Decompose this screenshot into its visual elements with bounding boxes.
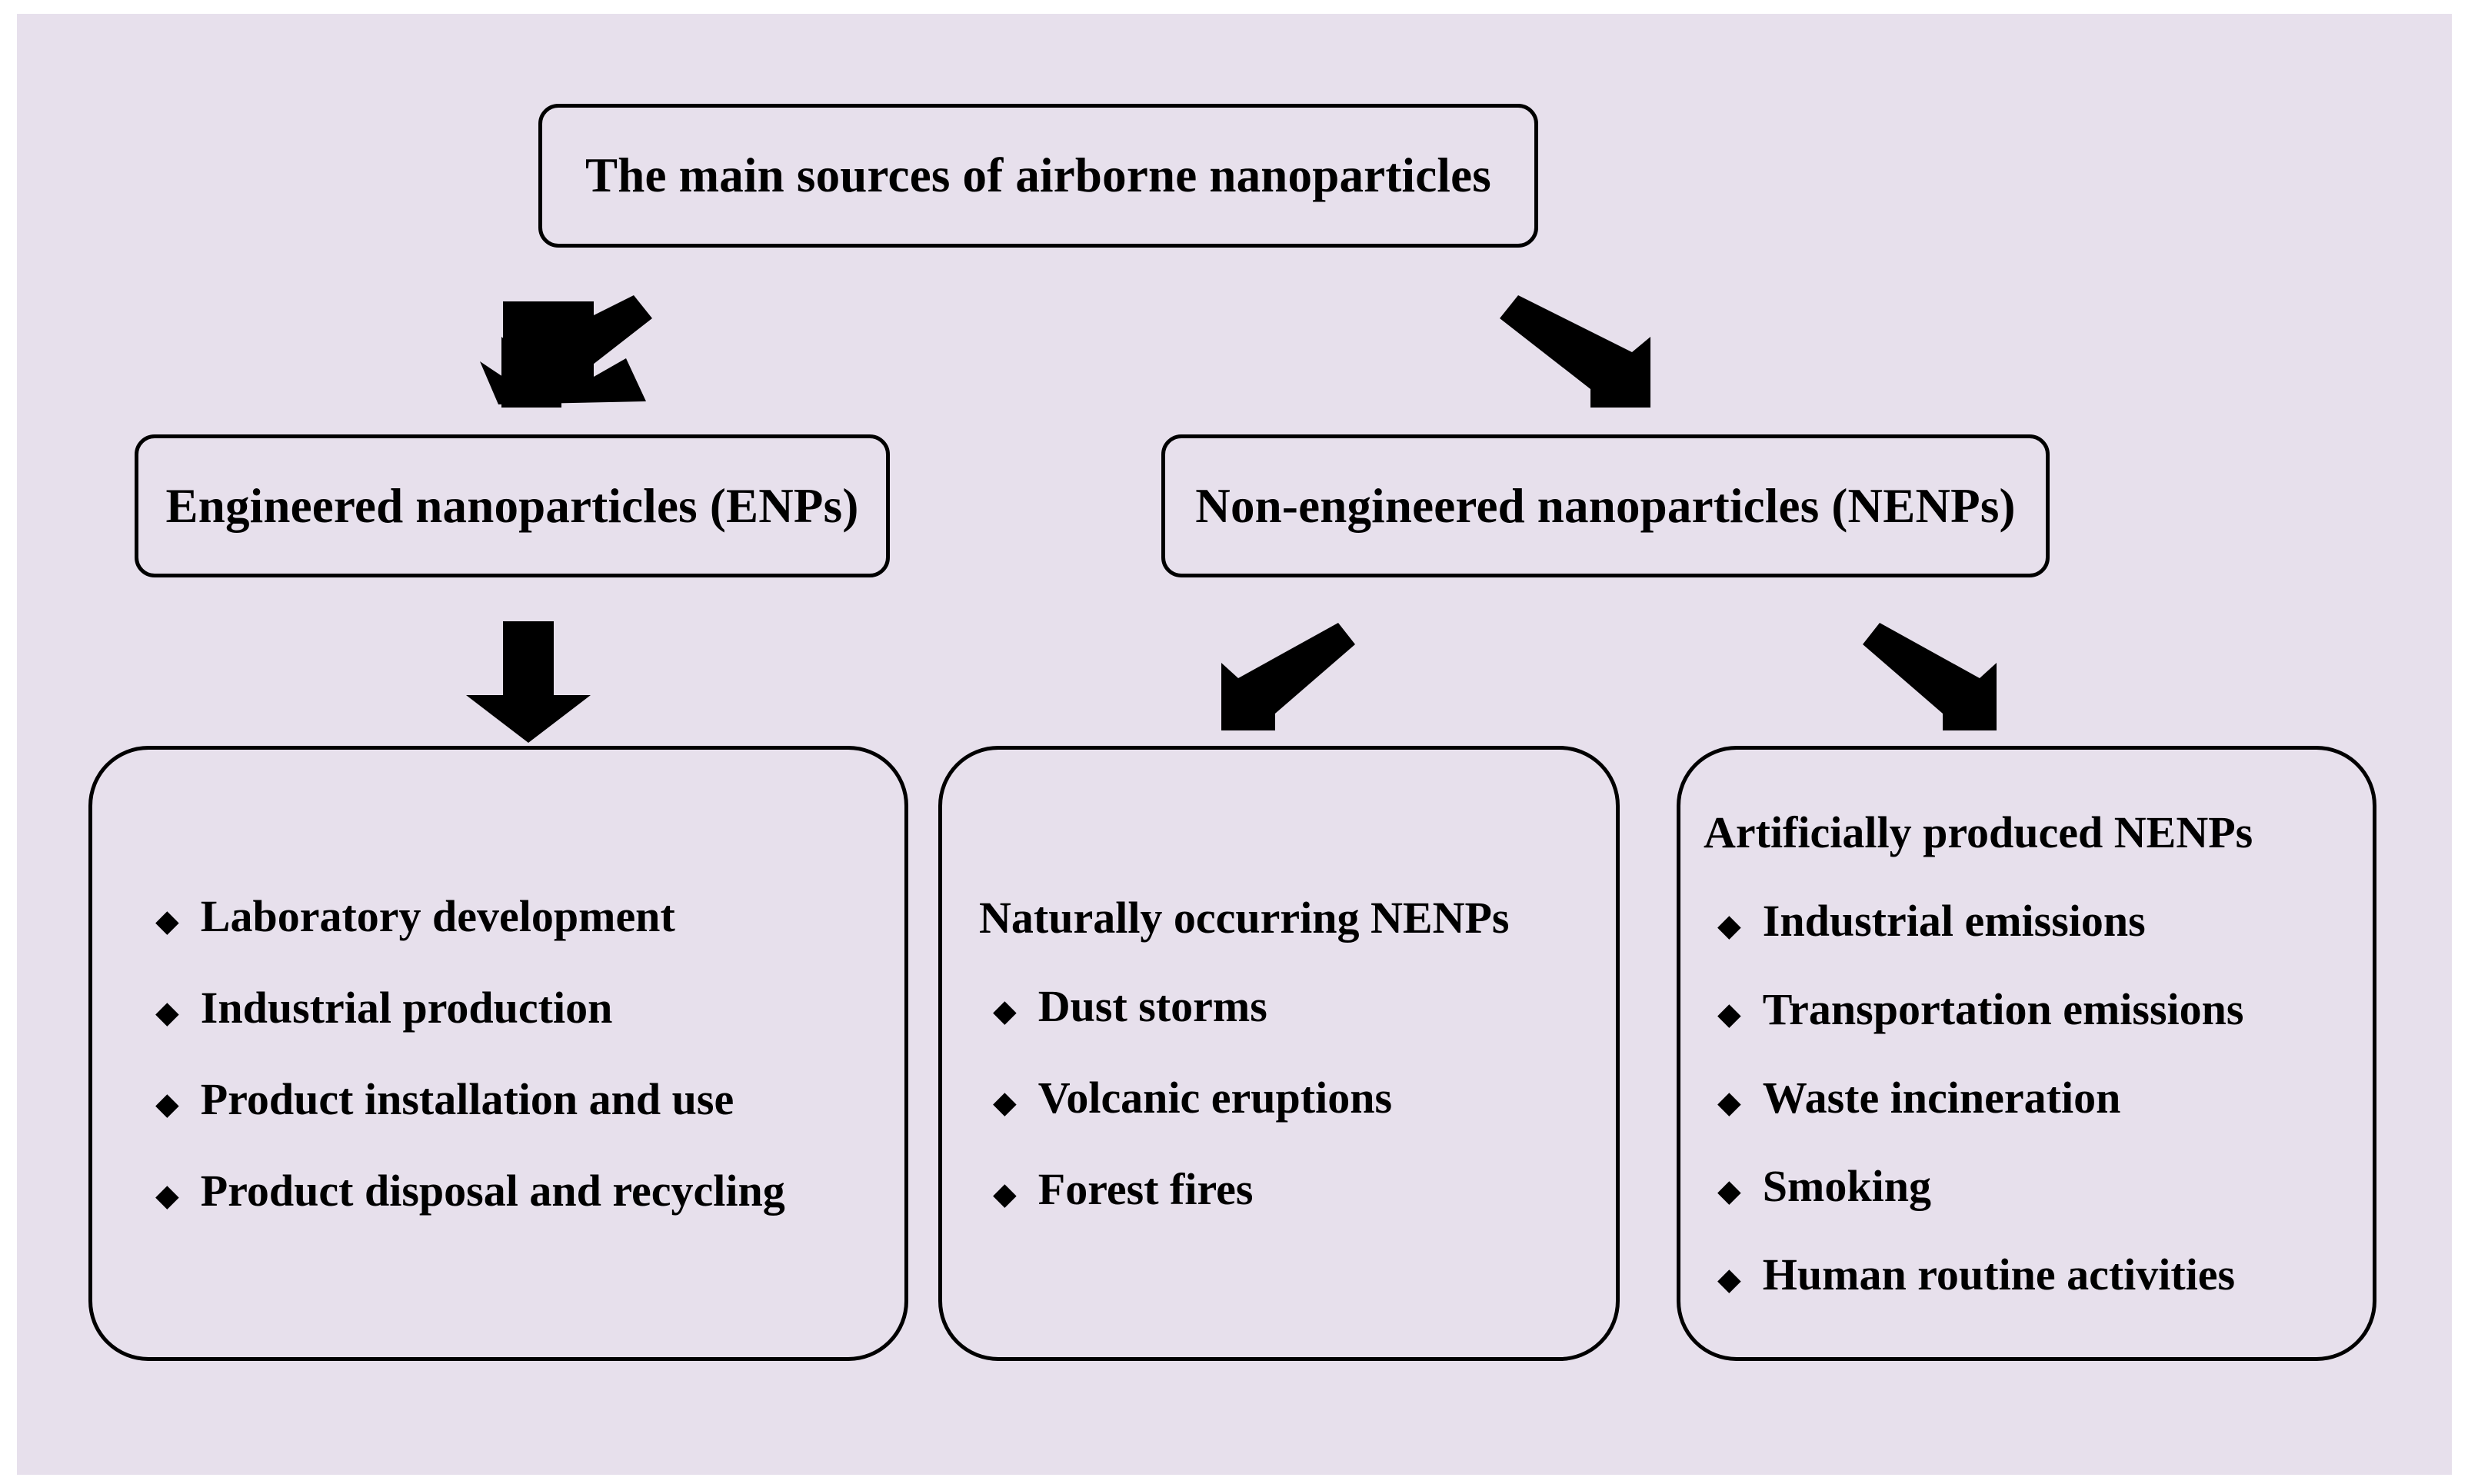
- list-item-label: Product installation and use: [200, 1074, 734, 1124]
- list-item-label: Waste incineration: [1762, 1073, 2121, 1123]
- diamond-bullet-icon: ◆: [993, 1085, 1017, 1120]
- enp-sources-bullet-list: ◆ Laboratory development ◆ Industrial pr…: [155, 890, 904, 1216]
- list-item-label: Dust storms: [1037, 981, 1267, 1031]
- arrow-enp-to-list-icon: [455, 621, 601, 744]
- list-item-label: Human routine activities: [1762, 1249, 2236, 1299]
- naturally-occurring-heading: Naturally occurring NENPs: [979, 893, 1510, 943]
- list-item[interactable]: ◆ Product disposal and recycling: [155, 1165, 904, 1216]
- artificially-produced-bullet-list: ◆ Industrial emissions ◆ Transportation …: [1704, 895, 2373, 1300]
- arrow-nenp-to-artificial-icon: [1863, 621, 2017, 737]
- node-engineered-nanoparticles-label: Engineered nanoparticles (ENPs): [165, 478, 859, 533]
- diamond-bullet-icon: ◆: [155, 903, 179, 938]
- node-non-engineered-nanoparticles-label: Non-engineered nanoparticles (NENPs): [1195, 478, 2016, 533]
- list-item[interactable]: ◆ Volcanic eruptions: [993, 1072, 1616, 1123]
- naturally-occurring-inner: Naturally occurring NENPs ◆ Dust storms …: [942, 750, 1616, 1357]
- node-main-sources[interactable]: The main sources of airborne nanoparticl…: [538, 104, 1538, 248]
- arrow-nenp-to-natural-icon: [1201, 621, 1355, 737]
- list-item[interactable]: ◆ Waste incineration: [1717, 1072, 2373, 1123]
- node-artificially-produced-nenps[interactable]: Artificially produced NENPs ◆ Industrial…: [1677, 746, 2376, 1361]
- diamond-bullet-icon: ◆: [1717, 908, 1741, 943]
- list-item[interactable]: ◆ Product installation and use: [155, 1073, 904, 1125]
- diamond-bullet-icon: ◆: [1717, 997, 1741, 1031]
- node-main-sources-label: The main sources of airborne nanoparticl…: [585, 148, 1491, 202]
- list-item-label: Volcanic eruptions: [1037, 1073, 1393, 1123]
- list-item[interactable]: ◆ Human routine activities: [1717, 1249, 2373, 1300]
- list-item-label: Laboratory development: [200, 891, 675, 941]
- list-item[interactable]: ◆ Dust storms: [993, 980, 1616, 1032]
- diamond-bullet-icon: ◆: [993, 1176, 1017, 1211]
- node-engineered-nanoparticles[interactable]: Engineered nanoparticles (ENPs): [135, 434, 890, 577]
- artificially-produced-inner: Artificially produced NENPs ◆ Industrial…: [1680, 750, 2373, 1357]
- list-item[interactable]: ◆ Transportation emissions: [1717, 983, 2373, 1035]
- list-item-label: Industrial emissions: [1762, 896, 2146, 946]
- node-naturally-occurring-nenps[interactable]: Naturally occurring NENPs ◆ Dust storms …: [938, 746, 1620, 1361]
- node-enp-sources-list[interactable]: ◆ Laboratory development ◆ Industrial pr…: [88, 746, 908, 1361]
- diamond-bullet-icon: ◆: [155, 995, 179, 1030]
- diamond-bullet-icon: ◆: [1717, 1085, 1741, 1120]
- list-item[interactable]: ◆ Smoking: [1717, 1160, 2373, 1212]
- diamond-bullet-icon: ◆: [155, 1178, 179, 1213]
- list-item[interactable]: ◆ Industrial emissions: [1717, 895, 2373, 947]
- list-item[interactable]: ◆ Industrial production: [155, 982, 904, 1033]
- list-item[interactable]: ◆ Laboratory development: [155, 890, 904, 942]
- list-item-label: Industrial production: [200, 983, 613, 1033]
- list-item-label: Smoking: [1762, 1161, 1931, 1211]
- diamond-bullet-icon: ◆: [993, 993, 1017, 1028]
- artificially-produced-heading: Artificially produced NENPs: [1704, 807, 2253, 857]
- naturally-occurring-bullet-list: ◆ Dust storms ◆ Volcanic eruptions ◆ For…: [979, 980, 1616, 1215]
- diamond-bullet-icon: ◆: [1717, 1173, 1741, 1208]
- list-item-label: Product disposal and recycling: [200, 1166, 785, 1216]
- diagram-canvas: The main sources of airborne nanoparticl…: [17, 14, 2452, 1475]
- node-non-engineered-nanoparticles[interactable]: Non-engineered nanoparticles (NENPs): [1161, 434, 2050, 577]
- arrow-root-to-enp-icon: [475, 292, 652, 409]
- diamond-bullet-icon: ◆: [1717, 1262, 1741, 1296]
- diamond-bullet-icon: ◆: [155, 1086, 179, 1121]
- enp-sources-inner: ◆ Laboratory development ◆ Industrial pr…: [92, 750, 904, 1357]
- list-item-label: Forest fires: [1037, 1164, 1254, 1214]
- arrow-root-to-nenp-icon: [1500, 292, 1677, 409]
- list-item-label: Transportation emissions: [1762, 984, 2244, 1034]
- list-item[interactable]: ◆ Forest fires: [993, 1163, 1616, 1215]
